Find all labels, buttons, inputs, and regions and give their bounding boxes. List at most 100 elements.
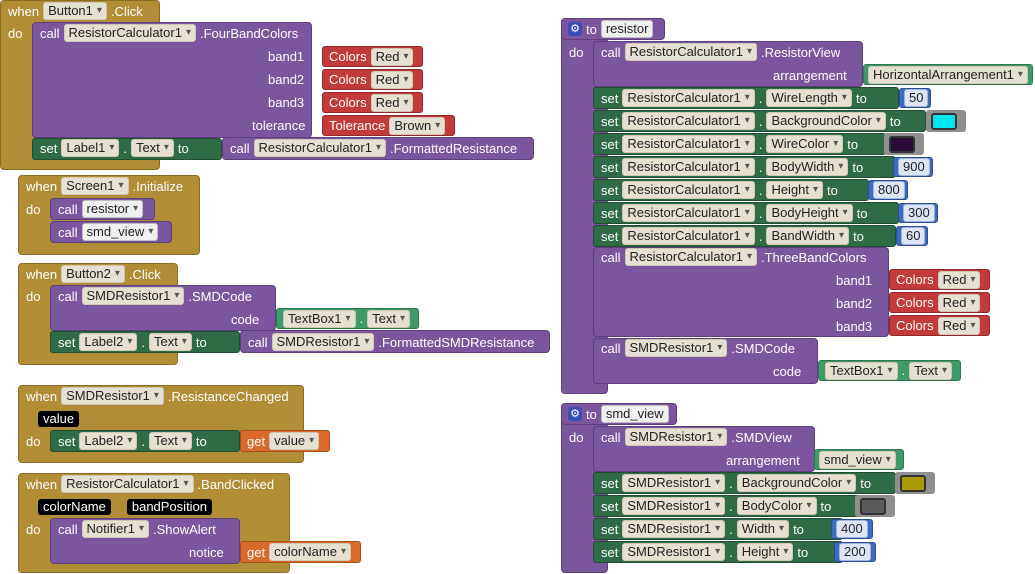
number-field[interactable]: 300 (903, 204, 935, 222)
variable-dropdown-colorname[interactable]: colorName (269, 543, 351, 561)
colors-block-band3[interactable]: Colors Red (889, 315, 990, 336)
get-block-value[interactable]: get value (240, 430, 330, 452)
property-dropdown-bodyheight[interactable]: BodyHeight (766, 204, 853, 222)
colors-block-band1[interactable]: Colors Red (889, 269, 990, 290)
property-dropdown-width[interactable]: Width (736, 520, 790, 538)
number-field[interactable]: 400 (836, 520, 868, 538)
gear-icon[interactable]: ⚙ (568, 22, 582, 36)
number-block-900[interactable]: 900 (893, 157, 933, 177)
procedure-dropdown-smd-view[interactable]: smd_view (81, 223, 159, 241)
component-dropdown-button2[interactable]: Button2 (61, 265, 125, 283)
color-dropdown-red[interactable]: Red (370, 70, 414, 89)
procedure-name-field-smd-view[interactable]: smd_view (600, 405, 669, 423)
property-dropdown-backgroundcolor[interactable]: BackgroundColor (736, 474, 857, 492)
component-dropdown-smdresistor1[interactable]: SMDResistor1 (61, 387, 164, 405)
component-dropdown-button1[interactable]: Button1 (43, 2, 107, 20)
component-dropdown-smdresistor1[interactable]: SMDResistor1 (622, 543, 726, 561)
property-dropdown-text[interactable]: Text (149, 333, 192, 351)
number-field[interactable]: 900 (898, 158, 930, 176)
component-block-horizontal-arrangement1[interactable]: HorizontalArrangement1 (863, 64, 1033, 85)
colors-block-band2[interactable]: Colors Red (322, 69, 423, 90)
number-field[interactable]: 50 (904, 89, 929, 107)
color-dropdown-red[interactable]: Red (370, 47, 414, 66)
property-dropdown-height[interactable]: Height (736, 543, 794, 561)
textbox-text-getter[interactable]: TextBox1 . Text (276, 308, 419, 329)
color-block-olive[interactable] (895, 472, 935, 494)
component-dropdown-resistorcalculator1[interactable]: ResistorCalculator1 (624, 43, 757, 61)
component-dropdown-smd-view[interactable]: smd_view (819, 450, 896, 469)
property-dropdown-text[interactable]: Text (367, 309, 411, 328)
component-dropdown-smdresistor1[interactable]: SMDResistor1 (271, 333, 375, 351)
property-dropdown-wirecolor[interactable]: WireColor (766, 135, 844, 153)
property-dropdown-text[interactable]: Text (909, 361, 953, 380)
component-dropdown-resistorcalculator1[interactable]: ResistorCalculator1 (622, 181, 755, 199)
colors-block-band2[interactable]: Colors Red (889, 292, 990, 313)
procedure-dropdown-resistor[interactable]: resistor (81, 200, 144, 218)
color-swatch-gray[interactable] (860, 497, 886, 515)
property-dropdown-bodywidth[interactable]: BodyWidth (766, 158, 849, 176)
component-dropdown-resistorcalculator1[interactable]: ResistorCalculator1 (63, 24, 196, 42)
number-block-300[interactable]: 300 (898, 203, 938, 223)
event-param-colorname[interactable]: colorName (38, 499, 111, 515)
component-dropdown-smdresistor1[interactable]: SMDResistor1 (624, 339, 728, 357)
color-swatch-olive[interactable] (900, 474, 926, 492)
component-dropdown-resistorcalculator1[interactable]: ResistorCalculator1 (622, 227, 755, 245)
component-dropdown-smdresistor1[interactable]: SMDResistor1 (622, 474, 726, 492)
tolerance-dropdown-brown[interactable]: Brown (389, 116, 446, 135)
property-dropdown-bandwidth[interactable]: BandWidth (766, 227, 850, 245)
textbox-text-getter[interactable]: TextBox1 . Text (818, 360, 961, 381)
component-dropdown-screen1[interactable]: Screen1 (61, 177, 129, 195)
component-dropdown-resistorcalculator1[interactable]: ResistorCalculator1 (622, 158, 755, 176)
component-dropdown-label2[interactable]: Label2 (79, 432, 138, 450)
colors-block-band3[interactable]: Colors Red (322, 92, 423, 113)
number-block-800[interactable]: 800 (868, 180, 908, 200)
number-block-400[interactable]: 400 (831, 519, 873, 539)
component-dropdown-label1[interactable]: Label1 (61, 139, 120, 157)
colors-block-band1[interactable]: Colors Red (322, 46, 423, 67)
procedure-name-field-resistor[interactable]: resistor (600, 20, 654, 38)
component-dropdown-resistorcalculator1[interactable]: ResistorCalculator1 (622, 112, 755, 130)
component-dropdown-notifier1[interactable]: Notifier1 (81, 520, 149, 538)
component-dropdown-smdresistor1[interactable]: SMDResistor1 (622, 497, 726, 515)
variable-dropdown-value[interactable]: value (269, 432, 320, 450)
event-param-bandposition[interactable]: bandPosition (126, 499, 213, 515)
color-dropdown-red[interactable]: Red (937, 293, 981, 312)
number-field[interactable]: 800 (873, 181, 905, 199)
component-dropdown-horizontalarrangement1[interactable]: HorizontalArrangement1 (868, 65, 1028, 84)
component-block-smd-view[interactable]: smd_view (814, 449, 904, 470)
component-dropdown-resistorcalculator1[interactable]: ResistorCalculator1 (624, 248, 757, 266)
color-block-dark-purple[interactable] (884, 133, 924, 155)
color-swatch-cyan[interactable] (931, 112, 957, 130)
component-dropdown-resistorcalculator1[interactable]: ResistorCalculator1 (253, 139, 386, 157)
property-dropdown-backgroundcolor[interactable]: BackgroundColor (766, 112, 886, 130)
number-field[interactable]: 60 (901, 227, 926, 245)
component-dropdown-textbox1[interactable]: TextBox1 (283, 309, 356, 328)
number-block-200[interactable]: 200 (834, 542, 876, 562)
color-dropdown-red[interactable]: Red (937, 270, 981, 289)
component-dropdown-resistorcalculator1[interactable]: ResistorCalculator1 (61, 475, 194, 493)
component-dropdown-resistorcalculator1[interactable]: ResistorCalculator1 (622, 135, 755, 153)
color-dropdown-red[interactable]: Red (937, 316, 981, 335)
property-dropdown-bodycolor[interactable]: BodyColor (736, 497, 817, 515)
component-dropdown-smdresistor1[interactable]: SMDResistor1 (81, 287, 185, 305)
number-block-60[interactable]: 60 (896, 226, 928, 246)
component-dropdown-resistorcalculator1[interactable]: ResistorCalculator1 (622, 89, 755, 107)
property-dropdown-text[interactable]: Text (149, 432, 192, 450)
number-field[interactable]: 200 (839, 543, 871, 561)
component-dropdown-label2[interactable]: Label2 (79, 333, 138, 351)
color-block-cyan[interactable] (926, 110, 966, 132)
tolerance-block[interactable]: Tolerance Brown (322, 115, 455, 136)
color-block-gray[interactable] (855, 495, 895, 517)
event-param-value[interactable]: value (38, 411, 80, 427)
gear-icon[interactable]: ⚙ (568, 407, 582, 421)
property-dropdown-height[interactable]: Height (766, 181, 824, 199)
color-dropdown-red[interactable]: Red (370, 93, 414, 112)
component-dropdown-smdresistor1[interactable]: SMDResistor1 (624, 428, 728, 446)
number-block-50[interactable]: 50 (899, 88, 931, 108)
property-dropdown-wirelength[interactable]: WireLength (766, 89, 852, 107)
property-dropdown-text[interactable]: Text (131, 139, 174, 157)
get-block-colorname[interactable]: get colorName (240, 541, 361, 563)
component-dropdown-smdresistor1[interactable]: SMDResistor1 (622, 520, 726, 538)
component-dropdown-textbox1[interactable]: TextBox1 (825, 361, 898, 380)
component-dropdown-resistorcalculator1[interactable]: ResistorCalculator1 (622, 204, 755, 222)
